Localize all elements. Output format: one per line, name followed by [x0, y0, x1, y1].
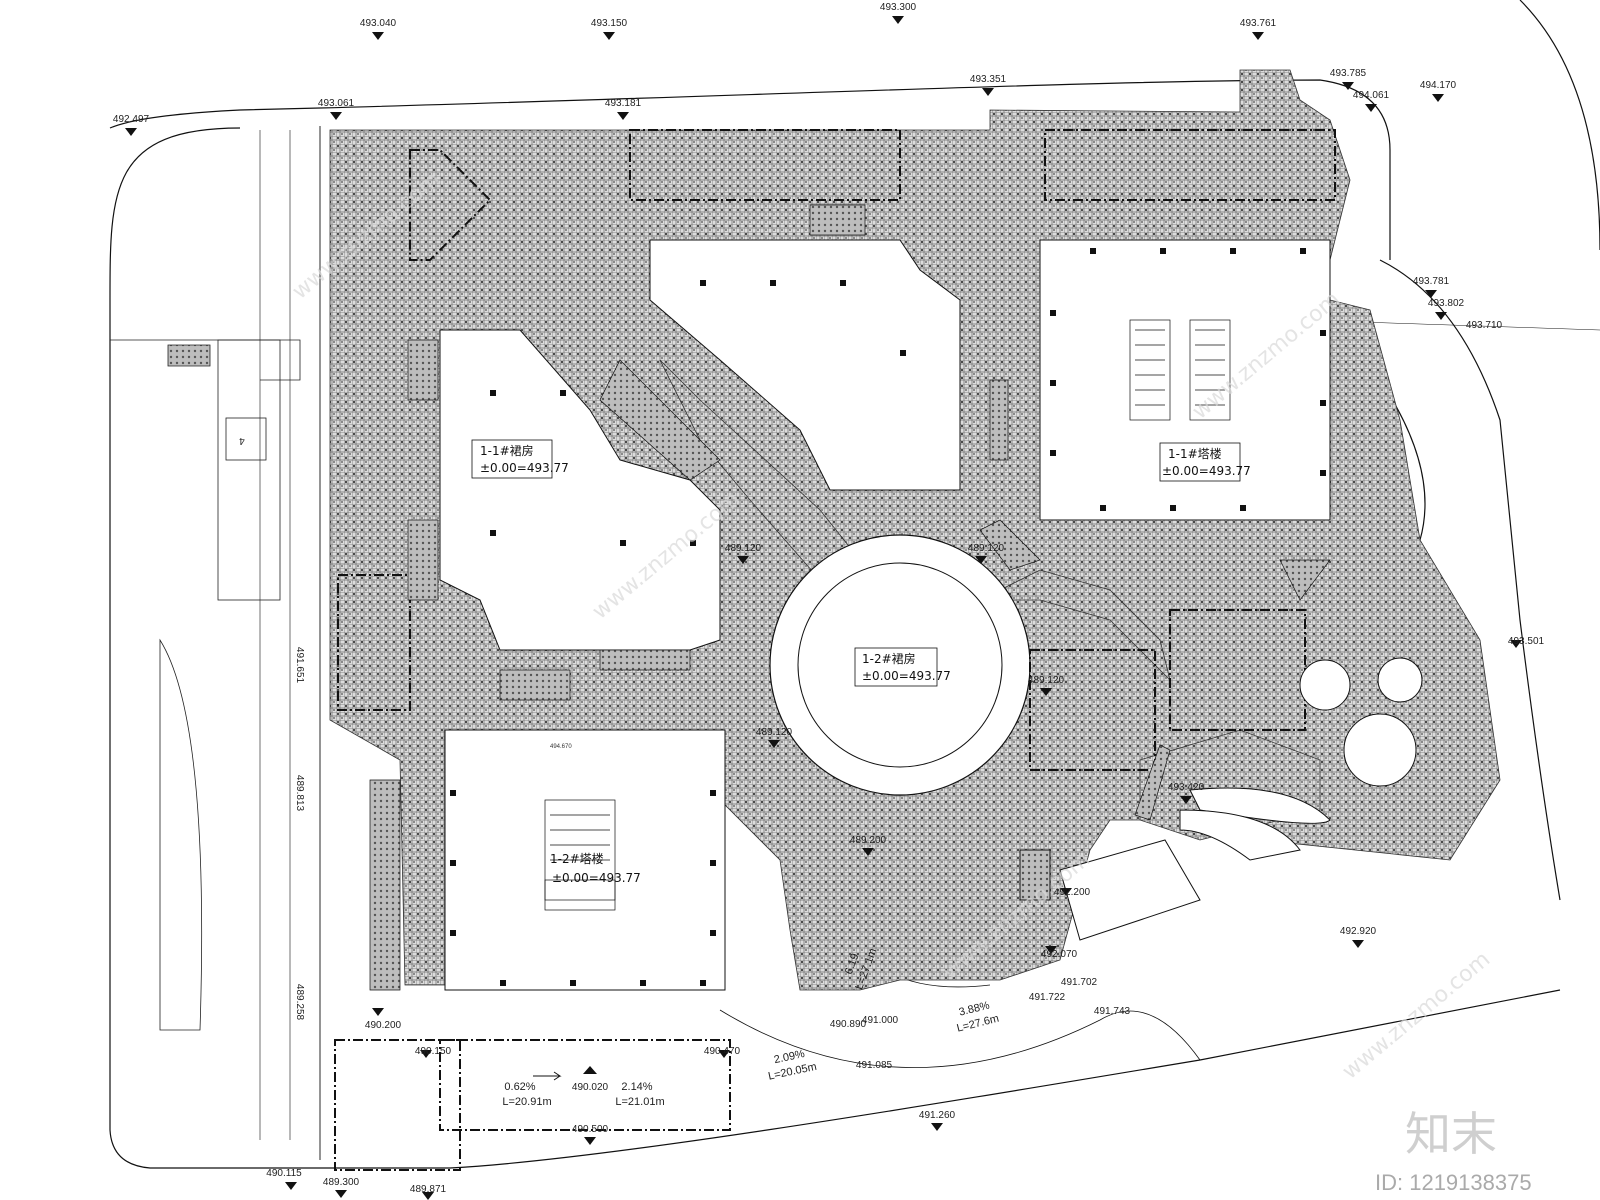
watermark-id: ID: 1219138375 — [1375, 1170, 1532, 1195]
elevation-label: 493.150 — [591, 18, 628, 29]
elevation-label: 493.420 — [1168, 782, 1205, 793]
elevation-label: 490.150 — [415, 1046, 452, 1057]
elevation-label: 489.871 — [410, 1184, 447, 1195]
elevation-label: 490.500 — [572, 1124, 609, 1135]
svg-text:1-1#裙房: 1-1#裙房 — [480, 443, 534, 458]
building-footprints — [334, 129, 1423, 1171]
building-label-1-2-tower: 1-2#塔楼 ±0.00=493.77 — [550, 851, 641, 885]
elevation-label: 493.785 — [1330, 68, 1367, 79]
svg-text:±0.00=493.77: ±0.00=493.77 — [480, 461, 569, 475]
elevation-label: 490.470 — [704, 1046, 741, 1057]
elevation-label: 493.802 — [1428, 298, 1465, 309]
svg-text:±0.00=493.77: ±0.00=493.77 — [862, 669, 951, 683]
elevation-label: 491.260 — [919, 1110, 956, 1121]
building-label-1-1-tower: 1-1#塔楼 ±0.00=493.77 — [1159, 442, 1251, 482]
elevation-label: 493.181 — [605, 98, 642, 109]
building-label-1-2-podium: 1-2#裙房 ±0.00=493.77 — [854, 647, 951, 687]
svg-text:L=20.91m: L=20.91m — [502, 1096, 551, 1108]
elevation-label: 492.070 — [1041, 949, 1078, 960]
parking-number: 4 — [239, 435, 245, 446]
elevation-label: 491.743 — [1094, 1006, 1131, 1017]
ramp-slope-2: 2.14% L=21.01m — [615, 1081, 664, 1108]
elevation-label: 491.085 — [856, 1060, 893, 1071]
elevation-label: 493.781 — [1413, 276, 1450, 287]
svg-text:1-2#裙房: 1-2#裙房 — [862, 651, 916, 666]
elevation-label: 493.061 — [318, 98, 355, 109]
elevation-label: 492.920 — [1340, 926, 1377, 937]
stairs-and-cores — [369, 204, 1331, 991]
elevation-label: 492.200 — [1054, 887, 1091, 898]
svg-text:1-1#塔楼: 1-1#塔楼 — [1168, 446, 1222, 461]
elevation-label: 490.115 — [266, 1168, 302, 1179]
svg-text:±0.00=493.77: ±0.00=493.77 — [552, 871, 641, 885]
slope-arrow-icon — [533, 1071, 562, 1081]
elevation-label: 493.040 — [360, 18, 397, 29]
column-grid — [450, 248, 1326, 986]
elevation-label: 489.120 — [756, 727, 793, 738]
elevation-label: 493.351 — [970, 74, 1007, 85]
elevation-markers — [125, 16, 1522, 1200]
elevation-label: 493.501 — [1508, 636, 1545, 647]
elevation-label: 492.497 — [113, 114, 150, 125]
watermark-logo: 知末 — [1405, 1107, 1497, 1161]
elevation-label: 491.651 — [294, 647, 305, 684]
elevation-label: 491.000 — [862, 1015, 899, 1026]
elevation-label: 489.120 — [725, 543, 762, 554]
elevation-label: 490.200 — [365, 1020, 402, 1031]
elevation-label: 493.300 — [880, 2, 917, 13]
elevation-label: 489.813 — [294, 775, 305, 812]
elevation-label: 491.722 — [1029, 992, 1066, 1003]
left-parking-area — [110, 339, 301, 1031]
elevation-label: 491.702 — [1061, 977, 1098, 988]
svg-text:L=21.01m: L=21.01m — [615, 1096, 664, 1108]
ramp-slope-4: 3.88% L=27.6m — [956, 999, 1001, 1034]
elevation-label: 489.200 — [850, 835, 887, 846]
small-note: 494.670 — [550, 744, 572, 750]
elevation-label: 493.710 — [1466, 320, 1503, 331]
svg-text:2.14%: 2.14% — [621, 1081, 652, 1093]
elevation-label: 490.020 — [572, 1082, 609, 1093]
elevation-label: 489.258 — [294, 984, 305, 1021]
svg-text:0.62%: 0.62% — [504, 1081, 535, 1093]
elevation-label: 489.120 — [968, 543, 1005, 554]
elevation-label: 490.890 — [830, 1019, 867, 1030]
ramp-slope-1: 0.62% L=20.91m — [502, 1081, 551, 1108]
building-label-1-1-podium: 1-1#裙房 ±0.00=493.77 — [471, 439, 569, 479]
elevation-label: 494.170 — [1420, 80, 1457, 91]
svg-text:±0.00=493.77: ±0.00=493.77 — [1162, 464, 1251, 478]
elevation-label: 489.300 — [323, 1177, 360, 1188]
watermark-text: www.znzmo.com — [1338, 947, 1495, 1085]
elevation-label: 494.061 — [1353, 90, 1390, 101]
elevation-label: 489.120 — [1028, 675, 1065, 686]
svg-text:1-2#塔楼: 1-2#塔楼 — [550, 851, 604, 866]
elevation-label: 493.761 — [1240, 18, 1277, 29]
